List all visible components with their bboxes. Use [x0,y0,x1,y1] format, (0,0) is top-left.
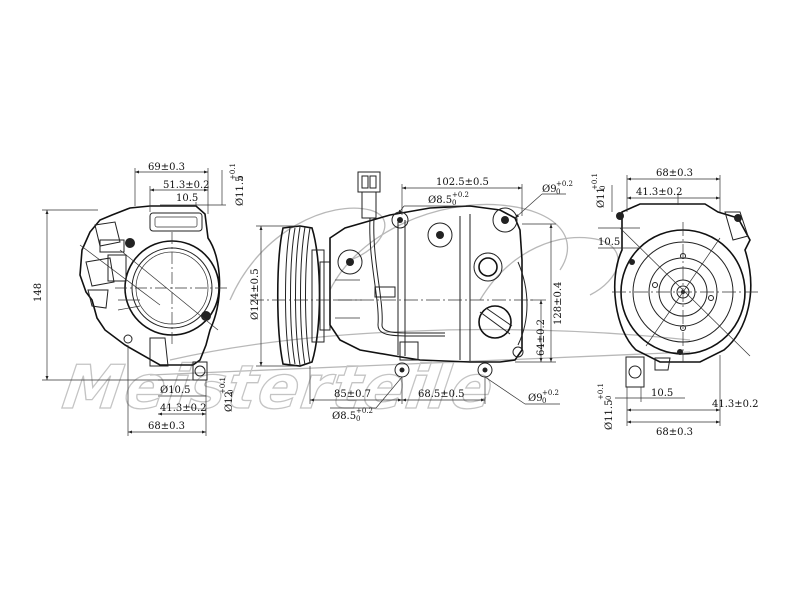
dim-69: 69±0.3 [148,162,185,173]
dim-hole85b-tol-upper: +0.2 [356,407,373,415]
left-view: 69±0.3 51.3±0.2 10.5 Ø11.5 +0.1 0 148 Ø1… [33,162,246,436]
left-dimensions: 69±0.3 51.3±0.2 10.5 Ø11.5 +0.1 0 148 Ø1… [33,162,246,436]
dim-10-5-right-bottom: 10.5 [651,388,673,399]
pulley [276,225,331,367]
dim-hole9-tol-lower: 0 [556,188,560,196]
dim-hole9-tol-upper: +0.2 [556,180,573,188]
dim-hole-top-dia: Ø11.5 [235,176,246,206]
dim-hole85-tol-upper: +0.2 [452,191,469,199]
dim-hole-12-tol-lower: 0 [227,390,235,394]
dim-hole-bottom-tol-upper-right: +0.1 [597,383,605,400]
left-centerlines [79,232,229,344]
dim-10-5-right-top: 10.5 [598,237,620,248]
dim-hole9b-tol-upper: +0.2 [542,389,559,397]
dim-41-3-right-top: 41.3±0.2 [636,187,683,198]
dim-85: 85±0.7 [334,389,371,400]
dim-68-5: 68.5±0.5 [418,389,465,400]
dim-41-3-left: 41.3±0.2 [160,403,207,414]
dim-hole-bottom-dia-right: Ø11.5 [604,400,615,430]
side-body [329,205,528,378]
dim-pulley-dia: Ø124±0.5 [250,268,261,320]
dim-68-left: 68±0.3 [148,421,185,432]
connector [357,171,445,337]
dim-hole-10-5: Ø10.5 [160,385,190,396]
side-dimensions: 102.5±0.5 Ø9 +0.2 0 Ø8.5 +0.2 0 Ø124±0.5… [250,177,573,423]
right-centerlines [612,222,760,362]
watermark-text: Meisterteile [59,353,500,423]
dim-hole9b-tol-lower: 0 [542,397,546,405]
dim-hole85-tol-lower: 0 [452,199,456,207]
right-view: 68±0.3 41.3±0.2 Ø11 +0.1 0 10.5 10.5 41.… [591,168,760,438]
dim-hole-top-tol-lower: 0 [237,176,245,180]
dim-hole85-dia: Ø8.5 [428,195,452,206]
dim-hole-top-tol-upper: +0.1 [229,163,237,180]
dim-hole-top-tol-upper-right: +0.1 [591,173,599,190]
right-dimensions: 68±0.3 41.3±0.2 Ø11 +0.1 0 10.5 10.5 41.… [591,168,759,438]
dim-hole9b-dia: Ø9 [528,393,543,404]
dim-68-right-bottom: 68±0.3 [656,427,693,438]
dim-hole9-dia: Ø9 [542,184,557,195]
side-view: 102.5±0.5 Ø9 +0.2 0 Ø8.5 +0.2 0 Ø124±0.5… [250,171,573,423]
dim-51-3: 51.3±0.2 [163,180,210,191]
dim-hole-bottom-tol-lower-right: 0 [605,396,613,400]
dim-hole-top-tol-lower-right: 0 [599,186,607,190]
dim-hole85b-dia: Ø8.5 [332,411,356,422]
dim-64: 64±0.2 [536,319,547,356]
dim-128: 128±0.4 [553,282,564,325]
watermark: Meisterteile [58,203,691,424]
dim-68-right-top: 68±0.3 [656,168,693,179]
dim-102-5: 102.5±0.5 [436,177,489,188]
watermark-logo [149,203,691,376]
dim-41-3-right-bottom: 41.3±0.2 [712,399,759,410]
dim-hole-12-tol-upper: +0.1 [219,377,227,394]
dim-10-5-top: 10.5 [176,193,198,204]
dim-hole-12-dia: Ø12 [224,391,235,412]
dim-hole-top-dia-right: Ø11 [596,187,607,208]
dim-148: 148 [33,283,44,302]
dim-hole85b-tol-lower: 0 [356,415,360,423]
